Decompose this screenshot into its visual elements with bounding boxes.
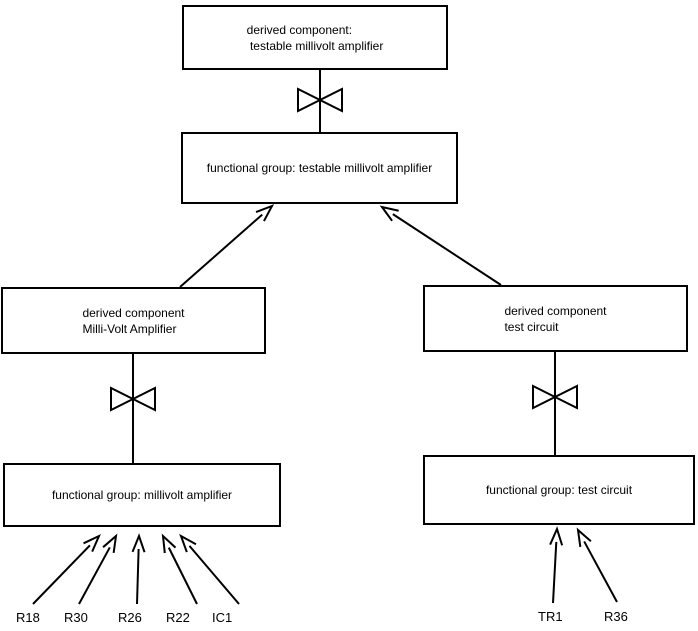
arrow-R36-shaft [583, 540, 618, 603]
node-label-line2: Milli-Volt Amplifier [82, 321, 177, 336]
arrow-R36 [576, 527, 618, 603]
arrow-R18-head [83, 533, 101, 553]
arrow-R30-head [102, 533, 118, 554]
arrow-R26-head [131, 533, 146, 553]
node-label-line2: testable millivolt amplifier [246, 38, 384, 53]
node-label-line1: functional group: millivolt amplifier [51, 488, 233, 502]
bowtie-top-triangle-left [297, 87, 323, 113]
bowtie-left-triangle-left [110, 386, 136, 412]
leaf-label-r26[interactable]: R26 [118, 610, 142, 625]
arrow-R26-shaft [136, 548, 140, 605]
leaf-label-tr1[interactable]: TR1 [538, 609, 563, 624]
arrow-R22 [161, 533, 198, 605]
leaf-label-ic1[interactable]: IC1 [212, 610, 233, 625]
arrow-test-circuit-to-testable-head [379, 205, 399, 222]
arrow-milli-volt-to-testable [179, 204, 275, 288]
node-derived-testable-millivolt-amplifier[interactable]: derived component: testable millivolt am… [182, 5, 448, 70]
node-label-line1: derived component: [246, 22, 353, 37]
arrow-IC1 [179, 533, 240, 605]
arrow-R26 [131, 533, 146, 605]
bowtie-left [110, 354, 156, 463]
bowtie-right-triangle-right [552, 384, 578, 410]
arrow-IC1-shaft [188, 545, 240, 605]
leaf-label-r18[interactable]: R18 [16, 610, 40, 625]
arrow-R30 [78, 533, 118, 605]
arrow-TR1-shaft [552, 541, 558, 604]
arrow-R30-shaft [78, 546, 111, 605]
arrow-R18-shaft [32, 544, 91, 605]
arrow-milli-volt-to-testable-head [255, 204, 275, 222]
arrow-test-circuit-to-testable [379, 205, 502, 286]
arrow-TR1 [549, 526, 564, 604]
arrow-R22-shaft [167, 547, 198, 605]
node-label-fg-testable-millivolt-amplifier: functional group: testable millivolt amp… [207, 160, 432, 176]
node-fg-testable-millivolt-amplifier[interactable]: functional group: testable millivolt amp… [181, 132, 458, 204]
arrow-R22-head [161, 533, 177, 554]
bowtie-top [297, 70, 343, 132]
node-label-line1: derived component [82, 305, 185, 320]
leaf-label-r36[interactable]: R36 [604, 609, 628, 624]
leaf-label-r30[interactable]: R30 [64, 610, 88, 625]
bowtie-right [532, 352, 578, 455]
bowtie-left-triangle-right [130, 386, 156, 412]
leaf-label-r22[interactable]: R22 [166, 610, 190, 625]
node-label-line1: functional group: test circuit [485, 483, 633, 497]
node-fg-test-circuit[interactable]: functional group: test circuit [423, 455, 695, 525]
node-label-line1: functional group: testable millivolt amp… [206, 161, 433, 175]
arrow-R36-head [576, 527, 592, 548]
node-label-fg-millivolt-amplifier: functional group: millivolt amplifier [52, 487, 232, 503]
node-label-fg-test-circuit: functional group: test circuit [486, 482, 632, 498]
arrow-milli-volt-to-testable-shaft [179, 213, 263, 288]
arrow-test-circuit-to-testable-shaft [392, 213, 502, 286]
node-fg-millivolt-amplifier[interactable]: functional group: millivolt amplifier [3, 463, 281, 527]
bowtie-right-triangle-left [532, 384, 558, 410]
node-label-line2: test circuit [504, 319, 559, 334]
arrow-IC1-head [179, 533, 197, 553]
arrow-TR1-head [549, 526, 564, 546]
node-label-derived-testable-millivolt-amplifier: derived component: testable millivolt am… [247, 22, 384, 54]
arrow-R18 [32, 533, 101, 605]
bowtie-top-triangle-right [317, 87, 343, 113]
node-label-line1: derived component [504, 303, 607, 318]
